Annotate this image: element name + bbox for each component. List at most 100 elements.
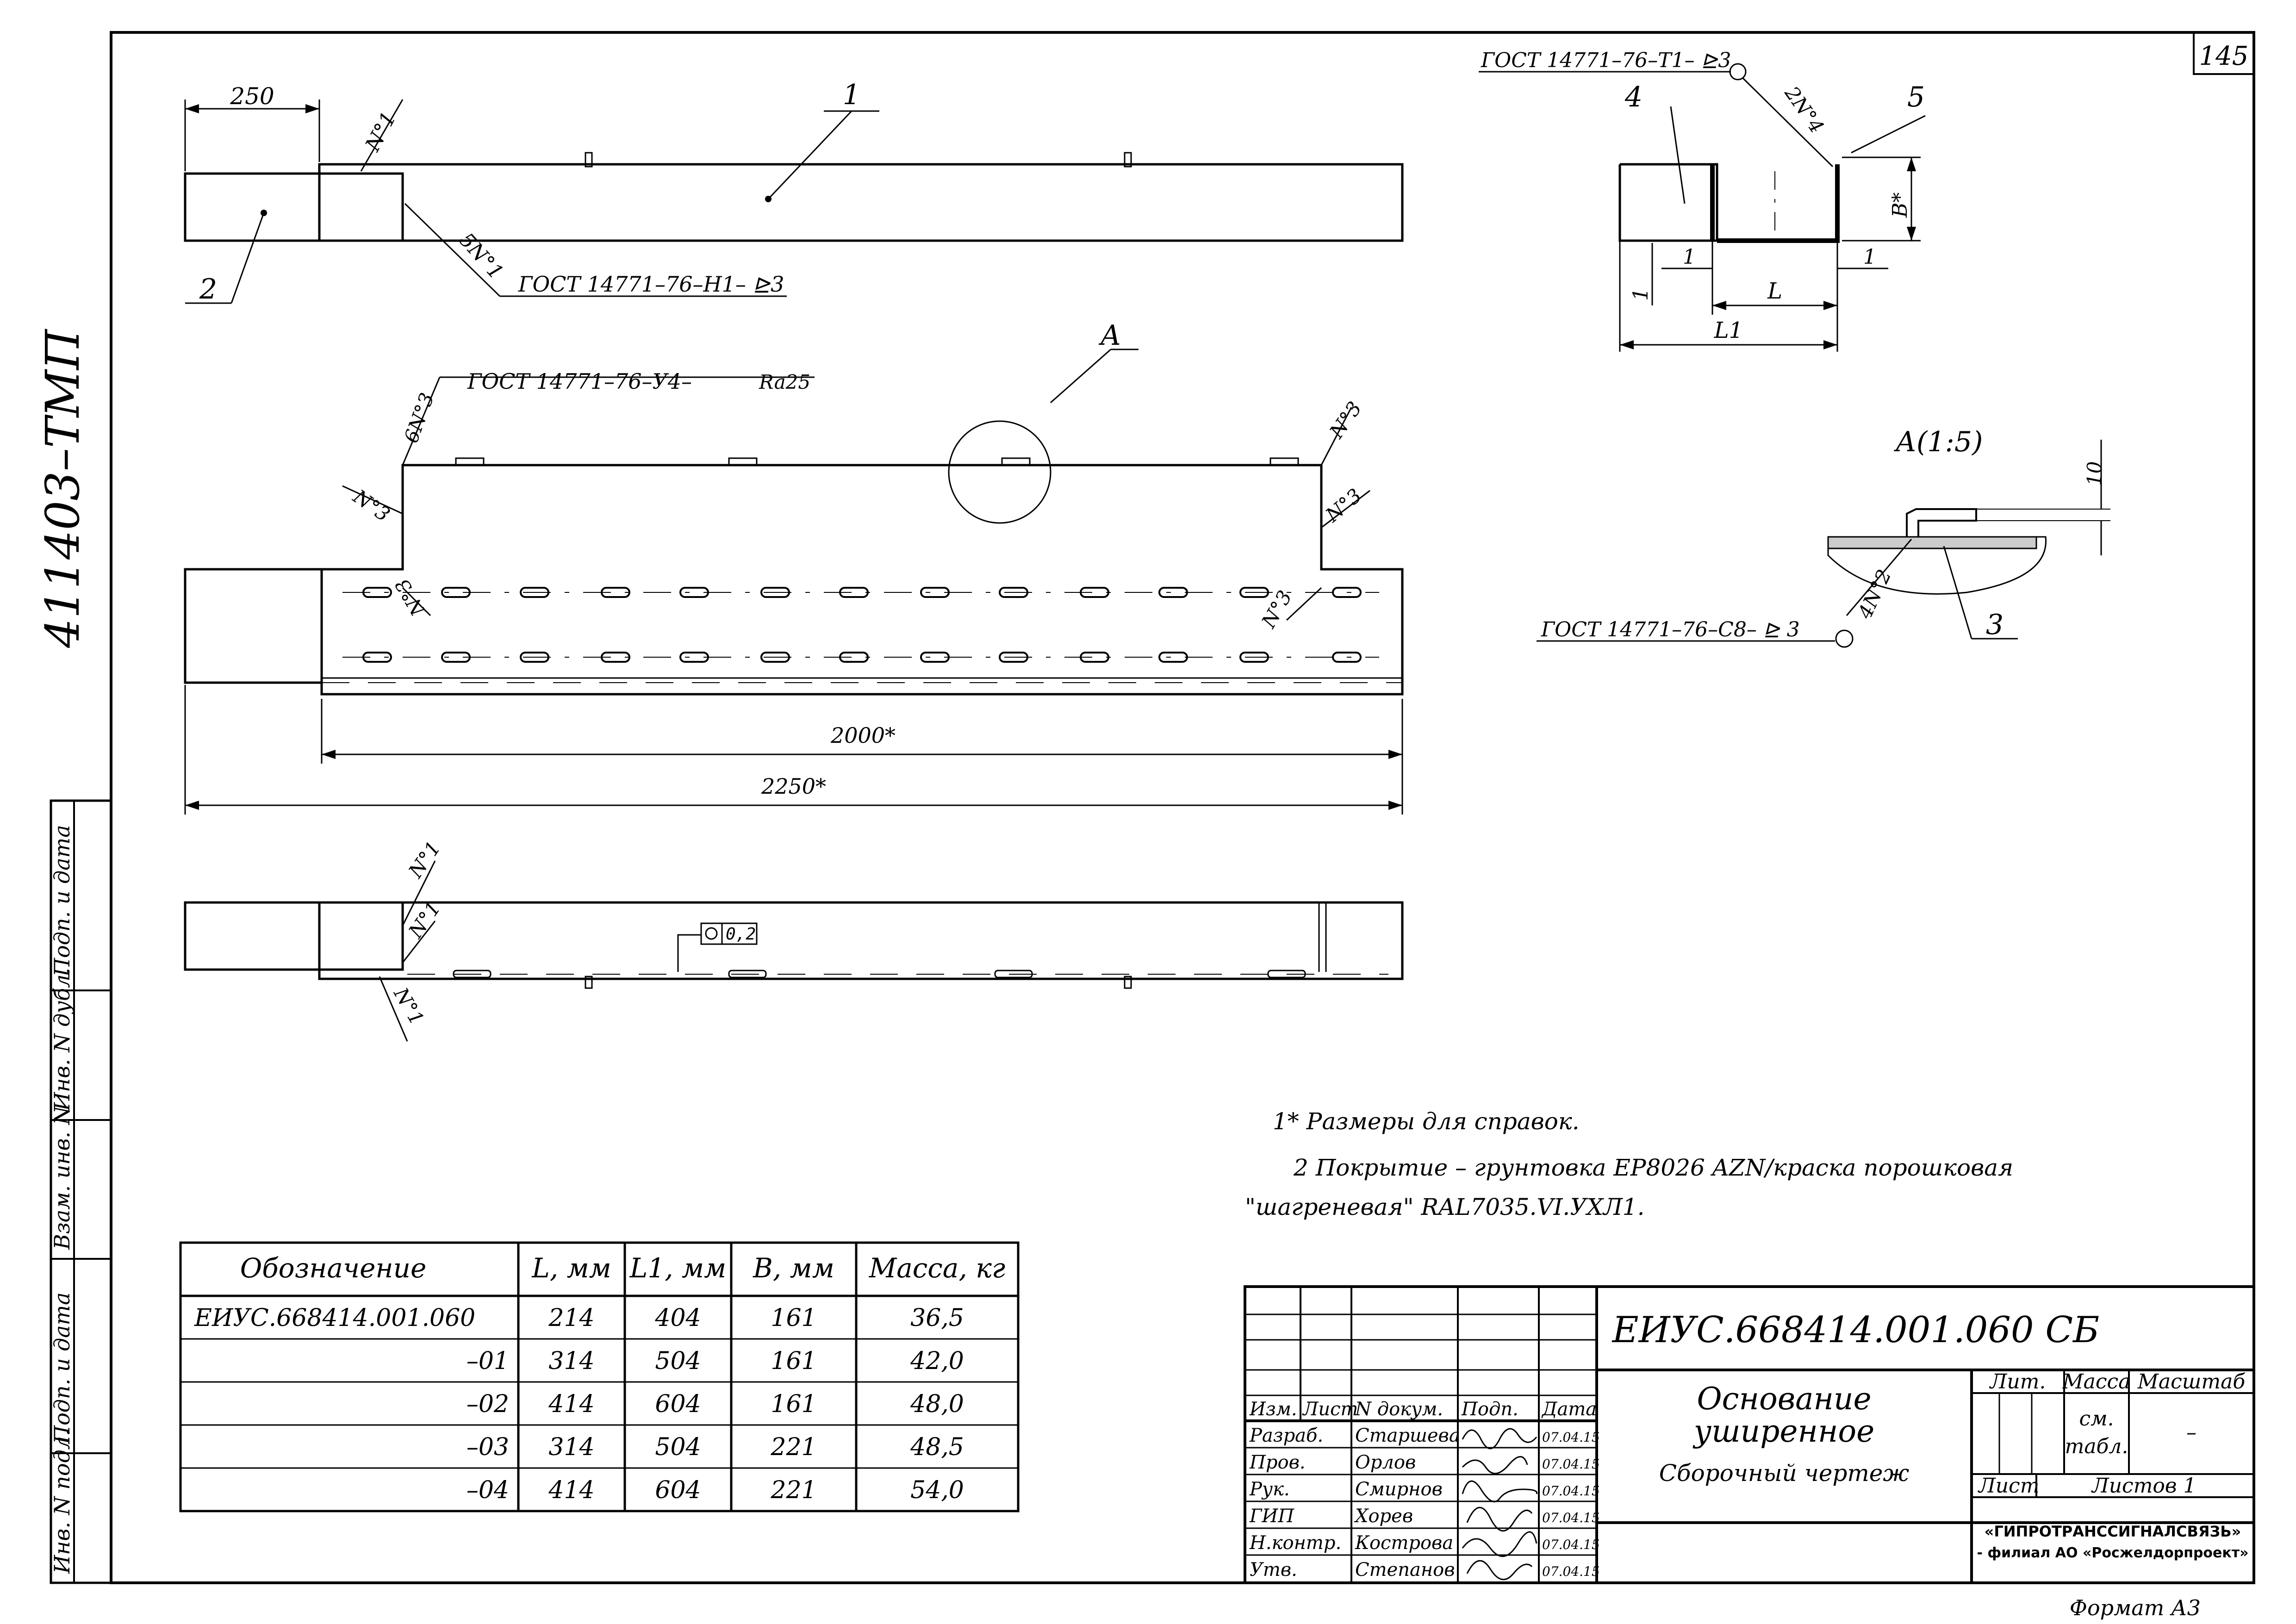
weld-n1-bottom-1: N°1 [404, 837, 445, 882]
format-label: Формат А3 [2070, 1595, 2201, 1620]
stamp-role-3: ГИП [1249, 1506, 1294, 1527]
stamp-header-date: Дата [1541, 1399, 1597, 1420]
stamp-role-1: Пров. [1249, 1452, 1306, 1473]
title-product-name-2: уширенное [1692, 1413, 1874, 1449]
table-cell-r4-c3: 221 [770, 1476, 816, 1504]
table-cell-r4-c2: 604 [655, 1476, 701, 1504]
table-cell-r0-c1: 214 [548, 1304, 594, 1332]
strip-podp-data-1: Подп. и дата [50, 1292, 75, 1444]
weld-n3-right-2: N°3 [1321, 484, 1366, 527]
table-cell-r2-c1: 414 [548, 1390, 594, 1418]
sheet-number: 145 [2199, 41, 2249, 71]
weld-n3-left-2: N°3 [391, 575, 430, 621]
weld-5n1: 5N°1 [454, 228, 508, 284]
section-view [1479, 63, 1926, 352]
table-cell-r4-c4: 54,0 [910, 1476, 964, 1504]
table-cell-r0-c2: 404 [654, 1304, 701, 1332]
stamp-role-2: Рук. [1249, 1479, 1290, 1500]
weld-n1-bottom-2: N°1 [404, 897, 445, 942]
strip-vzam-inv: Взам. инв. N [50, 1105, 75, 1250]
table-cell-r3-c0: –03 [467, 1433, 509, 1461]
weld-n3-right-3: N°3 [1257, 586, 1296, 632]
stamp-header-podp: Подп. [1461, 1399, 1518, 1420]
stamp-role-0: Разраб. [1249, 1425, 1323, 1446]
title-org-2: - филиал АО «Росжелдорпроект» [1977, 1545, 2248, 1561]
title-product-name-1: Основание [1697, 1381, 1871, 1417]
title-block [1244, 1285, 2255, 1584]
title-lit-header: Лит. [1989, 1370, 2046, 1394]
title-doc-code: ЕИУС.668414.001.060 СБ [1612, 1309, 2100, 1351]
strip-inv-dubl: Инв. N дубл. [50, 968, 75, 1111]
title-mass-value-1: см. [2079, 1407, 2114, 1431]
pos-1-dot [765, 196, 772, 202]
stamp-header-doc: N докум. [1355, 1399, 1443, 1420]
title-mass-header: Масса [2062, 1370, 2131, 1394]
weld-c8-label: ГОСТ 14771–76–С8– ⊵ 3 [1541, 618, 1800, 641]
variant-table [179, 1241, 1020, 1512]
table-cell-r2-c0: –02 [467, 1390, 509, 1418]
stamp-name-0: Старшева [1355, 1425, 1460, 1446]
stamp-date-1: 07.04.15 [1542, 1456, 1600, 1472]
title-sheet-label: Лист [1978, 1474, 2039, 1498]
stamp-name-5: Степанов [1355, 1559, 1455, 1580]
stamp-date-4: 07.04.15 [1542, 1537, 1600, 1552]
table-cell-r3-c4: 48,5 [910, 1433, 964, 1461]
dim-1-left: 1 [1683, 245, 1696, 269]
side-code: 411403–ТМП [36, 329, 90, 648]
table-header-designation: Обозначение [240, 1252, 427, 1284]
stamp-date-0: 07.04.15 [1542, 1430, 1600, 1445]
view-a-scale: А(1:5) [1894, 426, 1983, 458]
dim-10: 10 [2083, 461, 2106, 486]
note-2: 2 Покрытие – грунтовка ЕР8026 AZN/краска… [1293, 1154, 2013, 1181]
table-cell-r4-c1: 414 [548, 1476, 594, 1504]
dim-L1: L1 [1714, 317, 1743, 343]
table-cell-r1-c3: 161 [771, 1347, 816, 1375]
weld-u4-roughness: Ra25 [759, 371, 810, 393]
pos-2: 2 [199, 273, 217, 305]
table-cell-r3-c1: 314 [548, 1433, 594, 1461]
stamp-date-3: 07.04.15 [1542, 1510, 1600, 1525]
title-scale-header: Масштаб [2137, 1370, 2246, 1394]
title-sheets-label: Листов 1 [2091, 1474, 2196, 1498]
table-header-L1: L1, мм [629, 1252, 726, 1284]
pos-3: 3 [1986, 609, 2004, 641]
table-cell-r2-c2: 604 [655, 1390, 701, 1418]
weld-u4-label: ГОСТ 14771–76–У4– [467, 369, 692, 394]
sheet-number-box [2193, 31, 2255, 75]
weld-n1-top: N°1 [361, 108, 401, 156]
strip-inv-podl: Инв. N подл. [50, 1429, 75, 1574]
view-top [184, 99, 1404, 304]
table-cell-r0-c0: ЕИУС.668414.001.060 [194, 1304, 475, 1332]
weld-4n2: 4N°2 [1853, 566, 1896, 622]
weld-h1-label: ГОСТ 14771–76–Н1– ⊵3 [518, 272, 784, 297]
table-cell-r1-c2: 504 [655, 1347, 701, 1375]
stamp-date-2: 07.04.15 [1542, 1483, 1600, 1499]
table-cell-r3-c3: 221 [770, 1433, 816, 1461]
table-cell-r0-c4: 36,5 [910, 1304, 964, 1332]
stamp-name-3: Хорев [1354, 1506, 1413, 1527]
dim-2000: 2000* [830, 723, 896, 748]
table-cell-r2-c3: 161 [771, 1390, 816, 1418]
title-mass-value-2: табл. [2065, 1435, 2128, 1458]
pos-5: 5 [1907, 81, 1925, 113]
stamp-header-list: Лист [1302, 1399, 1358, 1420]
weld-t1-label: ГОСТ 14771–76–Т1– ⊵3 [1481, 49, 1731, 72]
pos-2-dot [261, 210, 267, 216]
weld-n3-right-1: N°3 [1325, 397, 1366, 442]
table-cell-r1-c1: 314 [548, 1347, 594, 1375]
strip-podp-data-2: Подп. и дата [50, 825, 75, 977]
table-header-B: B, мм [753, 1252, 834, 1284]
stamp-date-5: 07.04.15 [1542, 1564, 1600, 1579]
stamp-name-1: Орлов [1355, 1452, 1416, 1473]
table-cell-r1-c0: –01 [467, 1347, 509, 1375]
stamp-header-izm: Изм. [1249, 1399, 1297, 1420]
title-org-1: «ГИПРОТРАНССИГНАЛСВЯЗЬ» [1985, 1523, 2241, 1540]
table-cell-r3-c2: 504 [655, 1433, 701, 1461]
view-a-callout: А [1098, 319, 1121, 352]
weld-2n4: 2N°4 [1780, 82, 1828, 137]
table-cell-r4-c0: –04 [467, 1476, 509, 1504]
flatness-tolerance: 0,2 [726, 925, 756, 944]
dim-1-right: 1 [1863, 245, 1876, 269]
detail-a [1537, 440, 2110, 648]
